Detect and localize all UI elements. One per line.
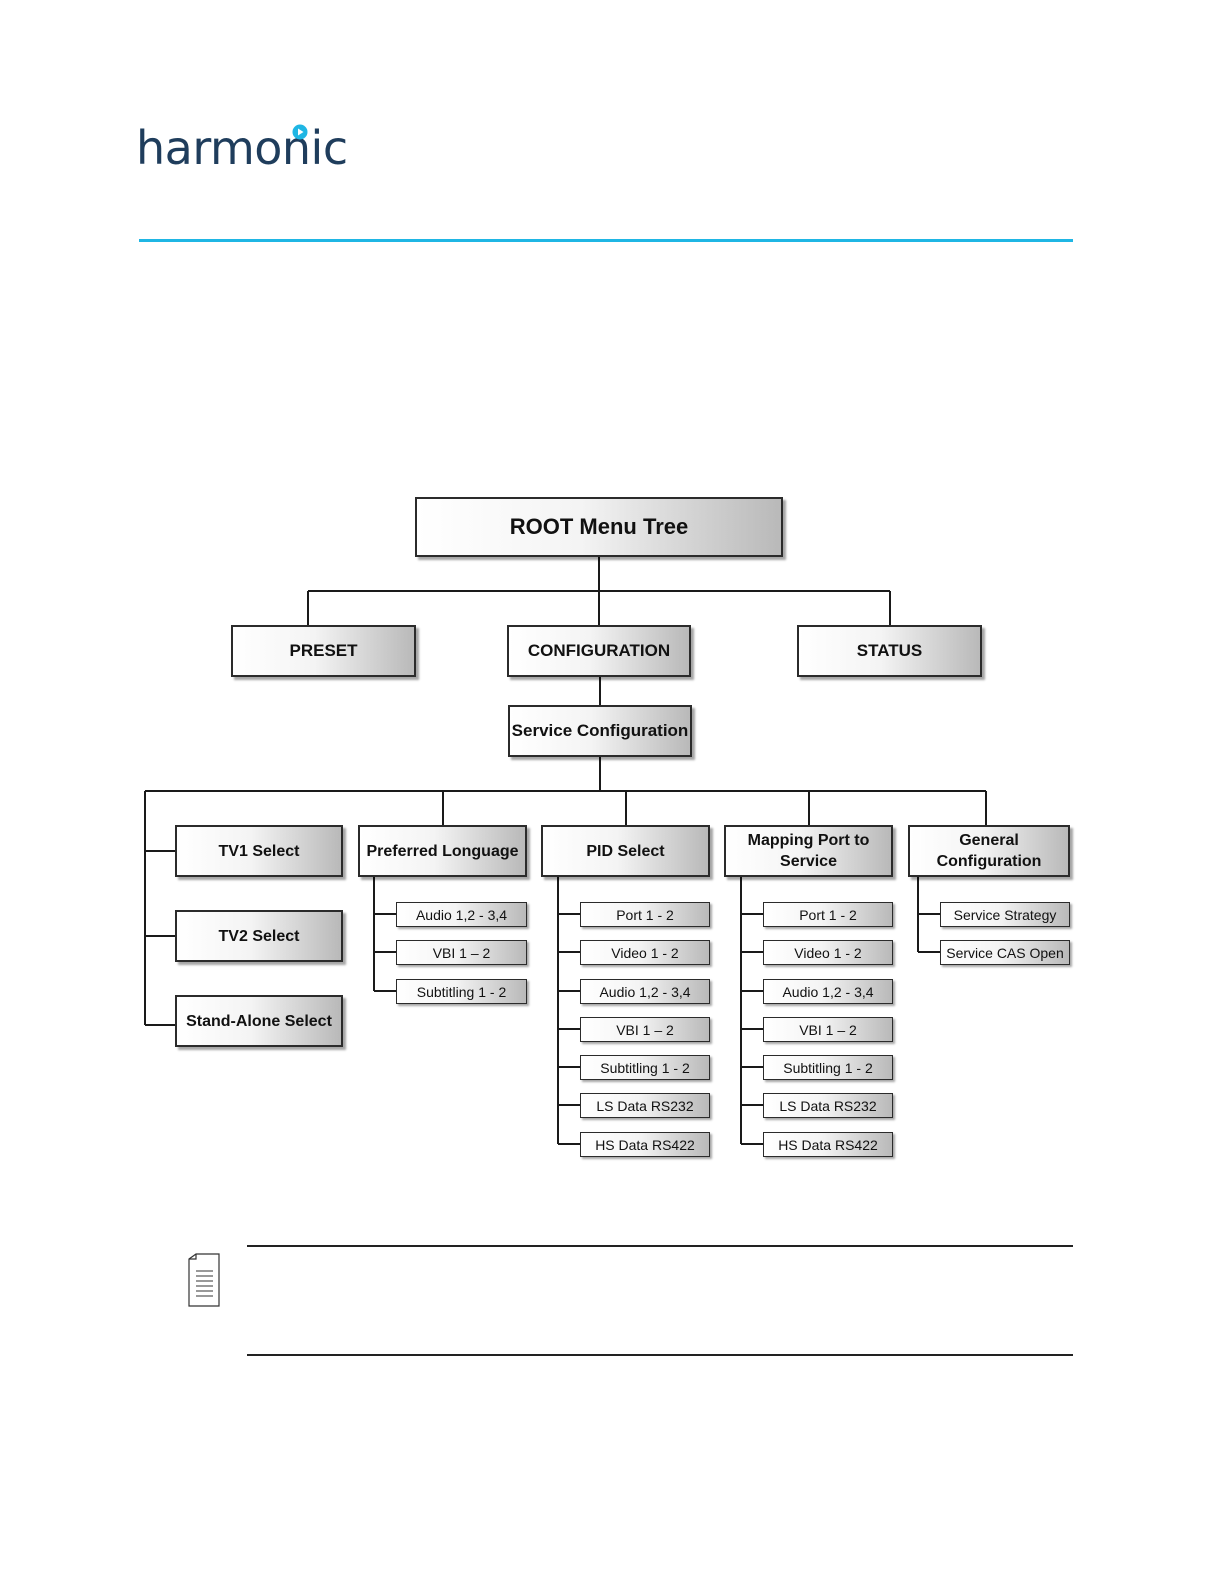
node-preset: PRESET [231,625,416,677]
leaf-label: LS Data RS232 [779,1097,877,1114]
leaf-node: Subtitling 1 - 2 [763,1055,893,1080]
leaf-node: Subtitling 1 - 2 [396,979,527,1004]
note-divider-bottom [247,1354,1073,1356]
node-mapping-label-line1: Mapping Port to [747,832,870,849]
node-mapping-label-line2: Service [780,853,837,870]
leaf-label: Subtitling 1 - 2 [783,1059,873,1076]
leaf-label: HS Data RS422 [595,1136,695,1153]
node-status-label: STATUS [856,641,923,660]
leaf-node: Video 1 - 2 [580,940,710,965]
node-status: STATUS [797,625,982,677]
leaf-label: Subtitling 1 - 2 [600,1059,690,1076]
leaf-label: Port 1 - 2 [616,906,674,923]
leaf-node: Audio 1,2 - 3,4 [763,979,893,1004]
note-divider-top [247,1245,1073,1247]
leaf-node: Service CAS Open [940,940,1070,965]
note-document-icon [188,1253,220,1307]
node-root: ROOT Menu Tree [415,497,783,557]
leaf-node: Audio 1,2 - 3,4 [580,979,710,1004]
leaf-node: Video 1 - 2 [763,940,893,965]
node-mapping-port-to-service: Mapping Port to Service [724,825,893,877]
node-stand-alone-select-label: Stand-Alone Select [186,1012,332,1030]
leaf-node: Audio 1,2 - 3,4 [396,902,527,927]
leaf-node: Port 1 - 2 [580,902,710,927]
leaf-label: VBI 1 – 2 [616,1021,674,1038]
leaf-label: Subtitling 1 - 2 [416,983,507,1000]
node-configuration: CONFIGURATION [507,625,691,677]
node-preset-label: PRESET [289,641,358,660]
leaf-label: Audio 1,2 - 3,4 [599,983,691,1000]
node-general-configuration-label: General Configuration [936,832,1042,870]
header-divider [139,239,1073,242]
leaf-node: LS Data RS232 [763,1093,893,1118]
leaf-node: HS Data RS422 [763,1132,893,1157]
leaf-label: Video 1 - 2 [611,944,679,961]
leaf-label: VBI 1 – 2 [799,1021,857,1038]
node-pid-select: PID Select [541,825,710,877]
leaf-label: Video 1 - 2 [794,944,862,961]
node-preferred-language: Preferred Longuage [358,825,527,877]
leaf-label: Service CAS Open [946,944,1064,961]
logo-text: harmonic [136,121,348,175]
node-preferred-language-label: Preferred Longuage [366,842,519,860]
node-root-label: ROOT Menu Tree [509,514,689,539]
leaf-node: HS Data RS422 [580,1132,710,1157]
leaf-label: Audio 1,2 - 3,4 [415,906,508,923]
leaf-label: VBI 1 – 2 [432,944,491,961]
leaf-label: Service Strategy [953,906,1057,923]
node-tv2-select-label: TV2 Select [218,927,300,945]
leaf-node: VBI 1 – 2 [580,1017,710,1042]
leaf-label: LS Data RS232 [596,1097,694,1114]
harmonic-logo: harmonic [136,120,348,190]
leaf-node: Service Strategy [940,902,1070,927]
node-tv1-select: TV1 Select [175,825,343,877]
leaf-label: Audio 1,2 - 3,4 [782,983,874,1000]
leaf-node: Port 1 - 2 [763,902,893,927]
logo-play-dot-icon [292,124,308,140]
node-pid-select-label: PID Select [586,842,665,860]
leaf-node: VBI 1 – 2 [763,1017,893,1042]
node-configuration-label: CONFIGURATION [527,641,671,660]
node-tv1-select-label: TV1 Select [218,842,300,860]
leaf-node: LS Data RS232 [580,1093,710,1118]
leaf-node: VBI 1 – 2 [396,940,527,965]
leaf-label: HS Data RS422 [778,1136,878,1153]
node-stand-alone-select: Stand-Alone Select [175,995,343,1047]
node-tv2-select: TV2 Select [175,910,343,962]
node-general-configuration: General Configuration [908,825,1070,877]
node-service-configuration-label: Service Configuration [511,721,689,740]
node-service-configuration: Service Configuration [508,705,692,757]
leaf-label: Port 1 - 2 [799,906,857,923]
leaf-node: Subtitling 1 - 2 [580,1055,710,1080]
